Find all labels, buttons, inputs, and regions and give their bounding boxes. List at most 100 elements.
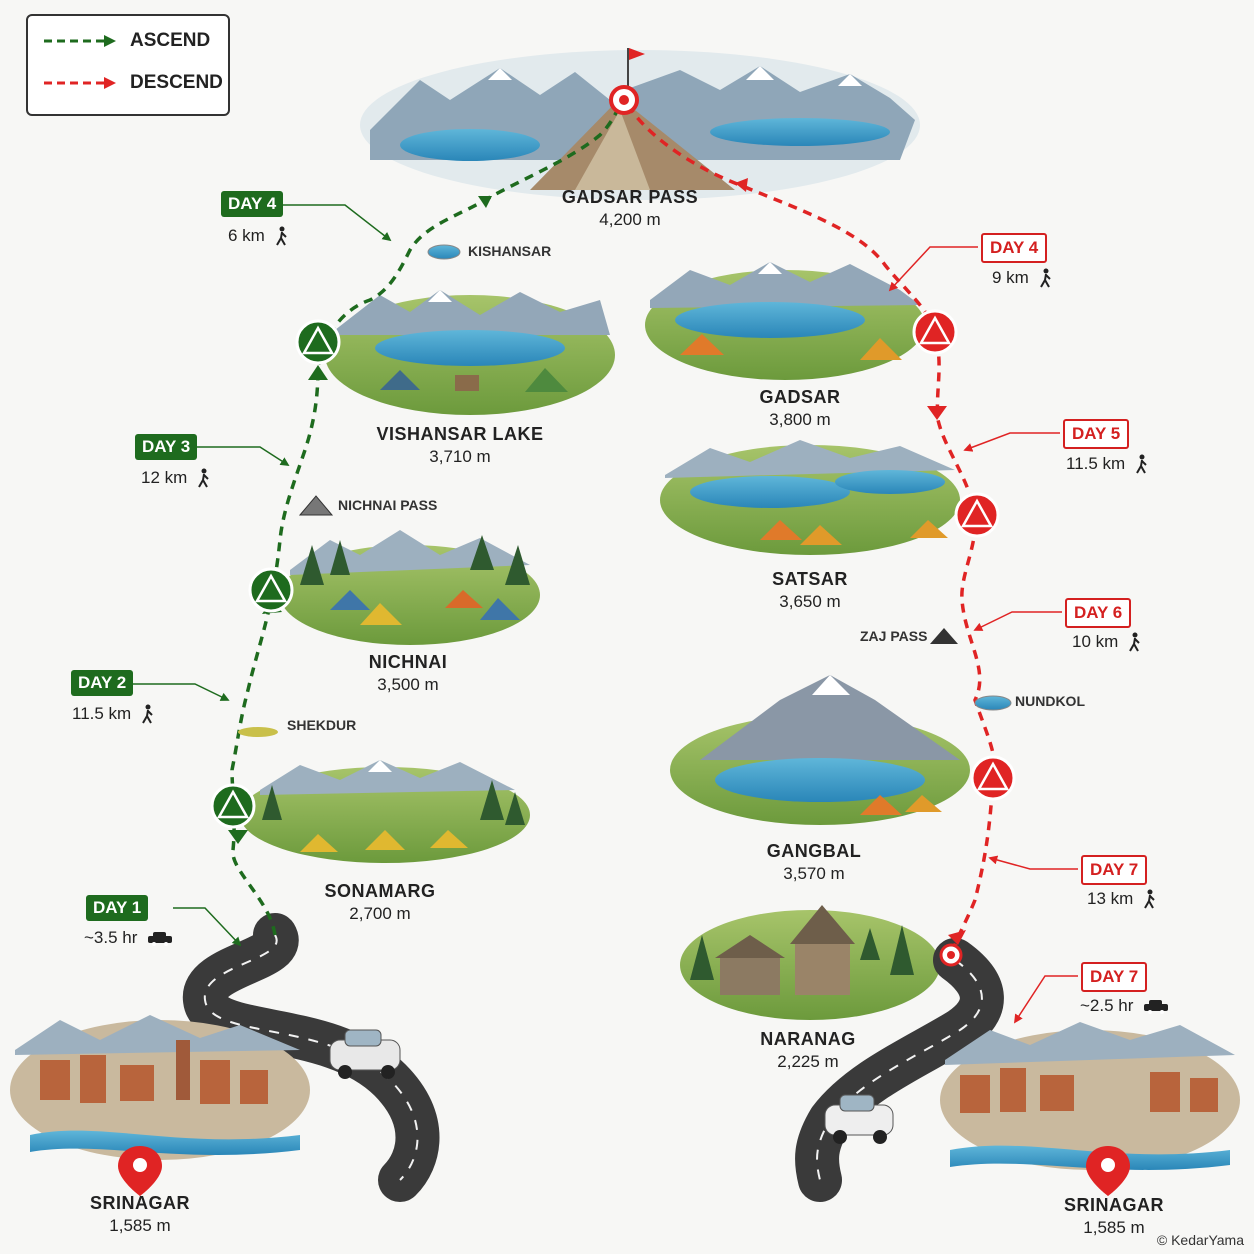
pointer-desc-day7b: [1014, 975, 1078, 1024]
waypoint-nundkol: NUNDKOL: [1015, 693, 1085, 709]
place-label-sonamarg: SONAMARG 2,700 m: [325, 881, 436, 924]
distance: 13 km: [1087, 889, 1134, 908]
distance: 6 km: [228, 226, 265, 245]
place-elevation: 1,585 m: [109, 1216, 171, 1235]
car-illustration-start: [329, 1029, 401, 1079]
hiker-icon: [1136, 454, 1147, 474]
pointer-desc-day4: [888, 246, 978, 292]
waypoint-shekdur: SHEKDUR: [287, 717, 357, 733]
place-name: VISHANSAR LAKE: [376, 424, 544, 444]
srinagar-end-illustration: [795, 938, 1240, 1202]
place-label-gadsar: GADSAR 3,800 m: [759, 387, 840, 430]
satsar-illustration: [660, 440, 960, 555]
day-dist-desc-6: 10 km: [1072, 632, 1142, 652]
hiker-icon: [1144, 889, 1156, 909]
gangbal-illustration: [670, 675, 970, 825]
place-name: NICHNAI: [368, 652, 448, 672]
car-icon: [148, 932, 173, 946]
day-badge-desc-7a: DAY 7: [1081, 855, 1148, 885]
meadow-icon: [238, 727, 278, 737]
place-name: SRINAGAR: [89, 1193, 191, 1213]
location-pin-icon: [118, 1146, 162, 1196]
place-name: SATSAR: [772, 569, 848, 589]
legend-ascend-label: ASCEND: [130, 30, 211, 51]
place-elevation: 3,800 m: [769, 410, 831, 429]
place-label-nichnai: NICHNAI 3,500 m: [369, 652, 448, 695]
place-elevation: 2,225 m: [777, 1052, 839, 1071]
place-label-naranag: NARANAG 2,225 m: [760, 1029, 856, 1072]
summit-marker: [609, 85, 639, 115]
place-elevation: 3,710 m: [429, 447, 491, 466]
day-badge-asc-1: DAY 1: [86, 895, 149, 921]
legend-descend: DESCEND: [42, 72, 223, 94]
place-label-vishansar: VISHANSAR LAKE 3,710 m: [376, 424, 543, 467]
place-name: GANGBAL: [766, 841, 862, 861]
gadsar-pass-illustration: [360, 48, 920, 200]
place-name: GADSAR PASS: [561, 187, 699, 207]
legend-descend-label: DESCEND: [130, 72, 223, 93]
pointer-asc-day3: [197, 446, 290, 466]
credit-text: © KedarYama: [1156, 1232, 1244, 1248]
place-name: SONAMARG: [324, 881, 436, 901]
descend-arrow-icon: [44, 77, 116, 89]
legend: ASCEND DESCEND: [26, 14, 230, 116]
distance: 12 km: [141, 468, 188, 487]
day-dist-asc-2: 11.5 km: [72, 704, 155, 724]
gadsar-illustration: [645, 262, 925, 380]
day-dist-desc-7a: 13 km: [1087, 889, 1157, 909]
place-label-srinagar-start: SRINAGAR 1,585 m: [90, 1193, 190, 1236]
pointer-asc-day4: [283, 204, 392, 242]
place-elevation: 1,585 m: [1083, 1218, 1145, 1237]
mountain-icon: [298, 495, 334, 516]
camp-marker-sonamarg: [210, 783, 256, 829]
distance: 9 km: [992, 268, 1029, 287]
hiker-icon: [198, 468, 210, 488]
place-label-srinagar-end: SRINAGAR 1,585 m: [1064, 1195, 1164, 1238]
day-dist-asc-4: 6 km: [228, 226, 289, 246]
day-badge-asc-3: DAY 3: [135, 434, 198, 460]
hiker-icon: [1129, 632, 1141, 652]
day-dist-desc-4: 9 km: [992, 268, 1053, 288]
pointer-desc-day7a: [988, 855, 1078, 870]
camp-marker-gangbal: [970, 755, 1016, 801]
ascend-arrow-icon: [44, 35, 116, 47]
distance: 11.5 km: [1066, 454, 1126, 473]
distance: 11.5 km: [72, 704, 132, 723]
sonamarg-illustration: [240, 760, 530, 863]
place-name: SRINAGAR: [1063, 1195, 1165, 1215]
place-name: NARANAG: [760, 1029, 856, 1049]
day-badge-desc-5: DAY 5: [1063, 419, 1130, 449]
camp-marker-gadsar: [912, 309, 958, 355]
legend-ascend: ASCEND: [42, 30, 210, 52]
pointer-desc-day5: [963, 432, 1060, 452]
waypoint-nichnai-pass: NICHNAI PASS: [338, 497, 438, 513]
camp-marker-nichnai: [248, 567, 294, 613]
vishansar-lake-illustration: [325, 290, 615, 415]
location-pin-icon: [1086, 1146, 1130, 1196]
day-badge-desc-4: DAY 4: [981, 233, 1048, 263]
pointer-asc-day2: [133, 683, 230, 701]
day-dist-asc-3: 12 km: [141, 468, 211, 488]
hiker-icon: [1039, 268, 1051, 288]
place-elevation: 3,650 m: [779, 592, 841, 611]
lake-icon: [427, 244, 461, 260]
hiker-icon: [142, 704, 153, 724]
pointer-asc-day1: [173, 907, 242, 947]
place-elevation: 3,500 m: [377, 675, 439, 694]
place-name: GADSAR: [759, 387, 841, 407]
place-label-gangbal: GANGBAL 3,570 m: [767, 841, 862, 884]
waypoint-zaj-pass: ZAJ PASS: [860, 628, 928, 644]
day-badge-desc-7b: DAY 7: [1081, 962, 1148, 992]
place-elevation: 4,200 m: [599, 210, 661, 229]
place-elevation: 3,570 m: [783, 864, 845, 883]
ascend-arrows: [228, 196, 492, 844]
pointer-desc-day6: [973, 611, 1062, 631]
day-dist-asc-1: ~3.5 hr: [84, 928, 173, 948]
naranag-illustration: [680, 905, 940, 1020]
day-dist-desc-7b: ~2.5 hr: [1080, 996, 1169, 1016]
lake-icon: [974, 695, 1012, 711]
camp-marker-vishansar: [295, 319, 341, 365]
place-label-gadsar-pass: GADSAR PASS 4,200 m: [562, 187, 698, 230]
car-icon: [1144, 1000, 1169, 1014]
